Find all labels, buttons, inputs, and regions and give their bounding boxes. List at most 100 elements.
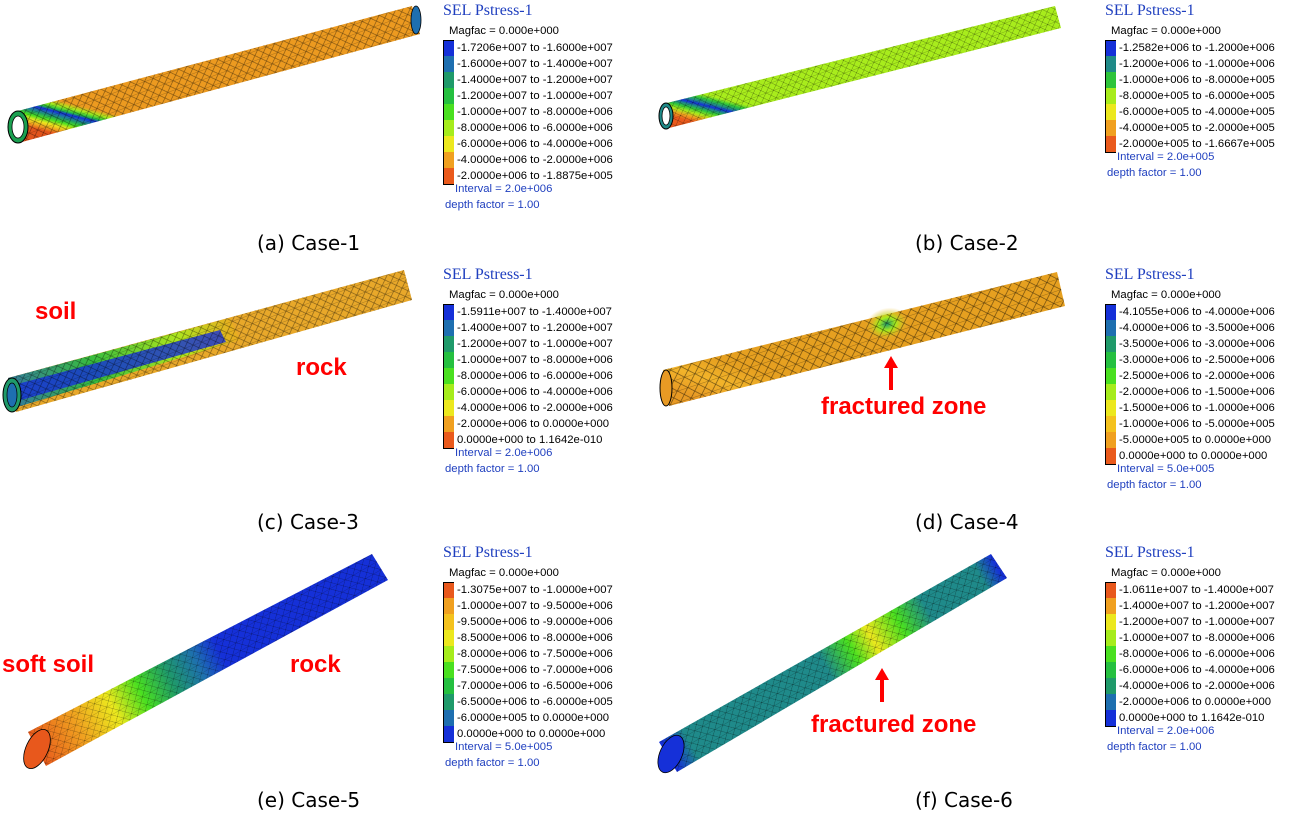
legend-depth-factor: depth factor = 1.00 bbox=[1107, 741, 1202, 753]
legend-row: -6.0000e+005 to -4.0000e+005 bbox=[1105, 104, 1295, 120]
legend-row-label: -1.0000e+007 to -9.5000e+006 bbox=[457, 600, 613, 612]
legend-row: -1.0000e+007 to -9.5000e+006 bbox=[443, 598, 673, 614]
annotation-fractured-zone: fractured zone bbox=[821, 393, 987, 420]
legend-bracket bbox=[1105, 582, 1116, 727]
legend-interval: Interval = 2.0e+006 bbox=[455, 183, 553, 195]
legend-row: -5.0000e+005 to 0.0000e+000 bbox=[1105, 432, 1295, 448]
legend-magfac: Magfac = 0.000e+000 bbox=[449, 289, 559, 301]
panel-case-1: SEL Pstress-1 Magfac = 0.000e+000 -1.720… bbox=[0, 0, 647, 273]
legend-row: -4.0000e+005 to -2.0000e+005 bbox=[1105, 120, 1295, 136]
legend-row: -6.0000e+006 to -4.0000e+006 bbox=[1105, 662, 1295, 678]
legend-row: -3.5000e+006 to -3.0000e+006 bbox=[1105, 336, 1295, 352]
legend-depth-factor: depth factor = 1.00 bbox=[445, 463, 540, 475]
annotation-soil: soil bbox=[35, 298, 77, 325]
legend-row-label: -1.6000e+007 to -1.4000e+007 bbox=[457, 58, 613, 70]
legend-bracket bbox=[443, 40, 454, 185]
pipe-model-case-1 bbox=[7, 5, 422, 144]
legend-interval: Interval = 2.0e+006 bbox=[1117, 725, 1215, 737]
legend-title: SEL Pstress-1 bbox=[1105, 266, 1195, 283]
legend-row: -1.4000e+007 to -1.2000e+007 bbox=[1105, 598, 1295, 614]
legend-row-label: -4.0000e+006 to -2.0000e+006 bbox=[1119, 680, 1275, 692]
legend-row-label: -1.0000e+007 to -8.0000e+006 bbox=[457, 106, 613, 118]
legend-interval: Interval = 5.0e+005 bbox=[1117, 463, 1215, 475]
legend-row-label: -4.1055e+006 to -4.0000e+006 bbox=[1119, 306, 1275, 318]
legend-title: SEL Pstress-1 bbox=[1105, 2, 1195, 19]
pipe-model-case-4 bbox=[659, 272, 1065, 407]
legend-row: 0.0000e+000 to 1.1642e-010 bbox=[1105, 710, 1295, 726]
panel-case-4: fractured zone SEL Pstress-1 Magfac = 0.… bbox=[647, 262, 1294, 535]
annotation-rock: rock bbox=[290, 651, 341, 678]
legend-title: SEL Pstress-1 bbox=[443, 2, 533, 19]
legend-depth-factor: depth factor = 1.00 bbox=[1107, 479, 1202, 491]
legend-row-label: -4.0000e+006 to -2.0000e+006 bbox=[457, 402, 613, 414]
legend-title: SEL Pstress-1 bbox=[443, 266, 533, 283]
legend-magfac: Magfac = 0.000e+000 bbox=[1111, 289, 1221, 301]
legend-row-label: -8.0000e+006 to -6.0000e+006 bbox=[1119, 648, 1275, 660]
legend-row-label: -1.4000e+007 to -1.2000e+007 bbox=[457, 322, 613, 334]
legend-title: SEL Pstress-1 bbox=[443, 544, 533, 561]
legend-row: -1.5911e+007 to -1.4000e+007 bbox=[443, 304, 673, 320]
legend-row-label: -3.5000e+006 to -3.0000e+006 bbox=[1119, 338, 1275, 350]
legend-row-label: -6.0000e+005 to 0.0000e+000 bbox=[457, 712, 610, 724]
legend-row-label: -1.0000e+006 to -8.0000e+005 bbox=[1119, 74, 1275, 86]
legend-row-label: -1.5911e+007 to -1.4000e+007 bbox=[457, 306, 612, 318]
legend-row: -1.2000e+006 to -1.0000e+006 bbox=[1105, 56, 1295, 72]
caption-case-2: (b) Case-2 bbox=[915, 231, 1019, 255]
legend-row: -1.4000e+007 to -1.2000e+007 bbox=[443, 72, 673, 88]
annotation-rock: rock bbox=[296, 354, 347, 381]
legend-row-label: -8.0000e+006 to -7.5000e+006 bbox=[457, 648, 613, 660]
legend-row-label: -2.5000e+006 to -2.0000e+006 bbox=[1119, 370, 1275, 382]
legend-row: 0.0000e+000 to 0.0000e+000 bbox=[443, 726, 673, 742]
legend-row: -2.0000e+005 to -1.6667e+005 bbox=[1105, 136, 1295, 152]
legend-row-label: 0.0000e+000 to 1.1642e-010 bbox=[1119, 712, 1265, 724]
legend-row-label: -6.0000e+006 to -4.0000e+006 bbox=[457, 138, 613, 150]
legend-row: -1.2000e+007 to -1.0000e+007 bbox=[443, 88, 673, 104]
pipe-model-case-3 bbox=[2, 270, 412, 413]
legend-row: -4.0000e+006 to -3.5000e+006 bbox=[1105, 320, 1295, 336]
legend-magfac: Magfac = 0.000e+000 bbox=[449, 567, 559, 579]
legend-row: -1.5000e+006 to -1.0000e+006 bbox=[1105, 400, 1295, 416]
panel-case-2: SEL Pstress-1 Magfac = 0.000e+000 -1.258… bbox=[647, 0, 1294, 273]
legend-row: -2.0000e+006 to -1.8875e+005 bbox=[443, 168, 673, 184]
legend-row: -1.4000e+007 to -1.2000e+007 bbox=[443, 320, 673, 336]
annotation-soft-soil: soft soil bbox=[2, 651, 95, 678]
legend-row-label: -4.0000e+005 to -2.0000e+005 bbox=[1119, 122, 1275, 134]
panel-case-6: fractured zone SEL Pstress-1 Magfac = 0.… bbox=[647, 540, 1294, 813]
legend-row-label: -1.4000e+007 to -1.2000e+007 bbox=[457, 74, 613, 86]
legend-row-label: -7.5000e+006 to -7.0000e+006 bbox=[457, 664, 613, 676]
legend-row: -8.0000e+006 to -6.0000e+006 bbox=[443, 120, 673, 136]
legend-row-label: -8.0000e+005 to -6.0000e+005 bbox=[1119, 90, 1275, 102]
caption-case-5: (e) Case-5 bbox=[257, 788, 361, 812]
legend-row-label: -2.0000e+005 to -1.6667e+005 bbox=[1119, 138, 1275, 150]
legend-row: -8.0000e+005 to -6.0000e+005 bbox=[1105, 88, 1295, 104]
legend-interval: Interval = 5.0e+005 bbox=[455, 741, 553, 753]
legend-magfac: Magfac = 0.000e+000 bbox=[1111, 567, 1221, 579]
legend-row-label: -8.5000e+006 to -8.0000e+006 bbox=[457, 632, 613, 644]
legend-row-label: -3.0000e+006 to -2.5000e+006 bbox=[1119, 354, 1275, 366]
legend-row-label: -4.0000e+006 to -3.5000e+006 bbox=[1119, 322, 1275, 334]
legend-bracket bbox=[1105, 304, 1116, 465]
legend-row-label: -1.2000e+006 to -1.0000e+006 bbox=[1119, 58, 1275, 70]
legend-row: -8.0000e+006 to -6.0000e+006 bbox=[443, 368, 673, 384]
legend-row: -4.0000e+006 to -2.0000e+006 bbox=[443, 152, 673, 168]
legend-row-label: -1.2000e+007 to -1.0000e+007 bbox=[457, 338, 613, 350]
caption-case-3: (c) Case-3 bbox=[257, 510, 359, 534]
arrow-up-icon bbox=[884, 356, 898, 390]
legend-row: -1.6000e+007 to -1.4000e+007 bbox=[443, 56, 673, 72]
legend-row: -7.0000e+006 to -6.5000e+006 bbox=[443, 678, 673, 694]
legend-bracket bbox=[1105, 40, 1116, 153]
legend-row: -6.0000e+005 to 0.0000e+000 bbox=[443, 710, 673, 726]
pipe-model-case-2 bbox=[658, 6, 1061, 130]
legend-magfac: Magfac = 0.000e+000 bbox=[1111, 25, 1221, 37]
caption-case-4: (d) Case-4 bbox=[915, 510, 1019, 534]
legend-row: -9.5000e+006 to -9.0000e+006 bbox=[443, 614, 673, 630]
legend-row: -2.0000e+006 to 0.0000e+000 bbox=[1105, 694, 1295, 710]
legend-row-label: 0.0000e+000 to 1.1642e-010 bbox=[457, 434, 603, 446]
legend-row: -4.0000e+006 to -2.0000e+006 bbox=[443, 400, 673, 416]
legend-magfac: Magfac = 0.000e+000 bbox=[449, 25, 559, 37]
legend-row-label: -5.0000e+005 to 0.0000e+000 bbox=[1119, 434, 1272, 446]
legend-bracket bbox=[443, 304, 454, 449]
legend-row: -6.0000e+006 to -4.0000e+006 bbox=[443, 136, 673, 152]
legend-row-label: -1.0000e+006 to -5.0000e+005 bbox=[1119, 418, 1275, 430]
legend-row: -2.0000e+006 to 0.0000e+000 bbox=[443, 416, 673, 432]
